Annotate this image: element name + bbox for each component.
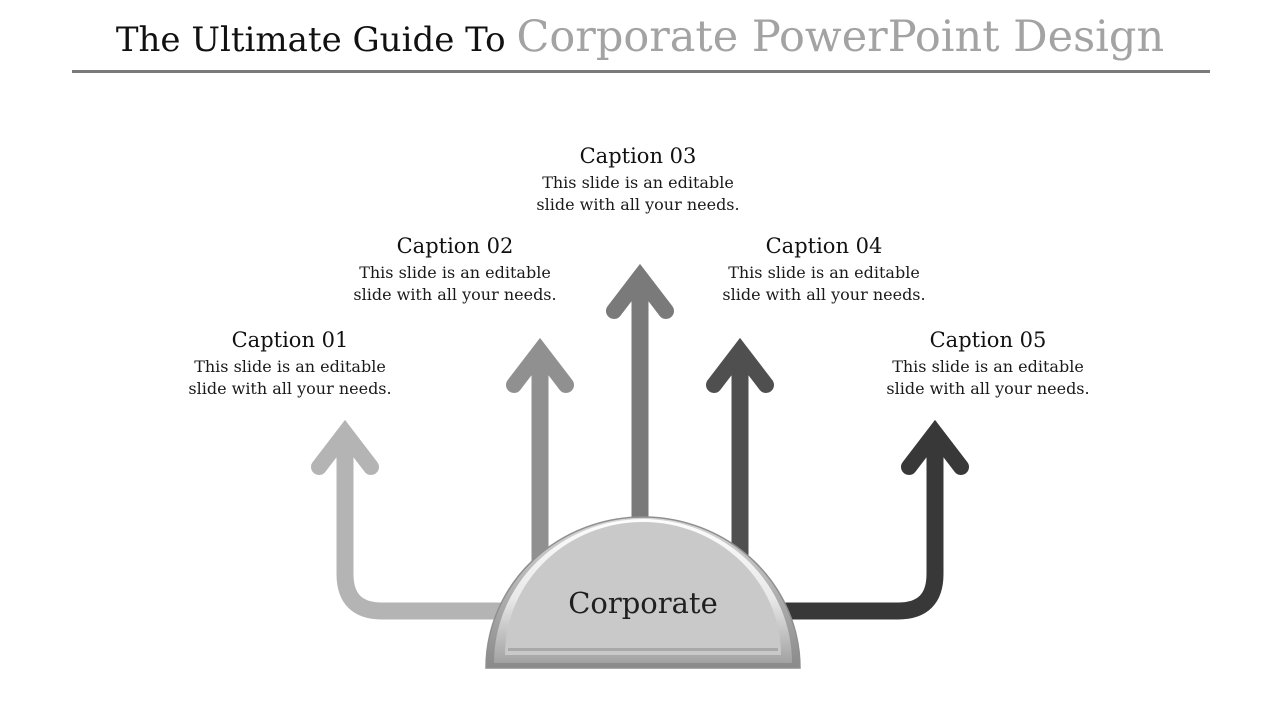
dome-base-seam: [508, 648, 778, 651]
caption-05: Caption 05 This slide is an editable sli…: [878, 327, 1098, 400]
caption-01: Caption 01 This slide is an editable sli…: [180, 327, 400, 400]
title-highlight-text: Corporate PowerPoint Design: [516, 12, 1165, 62]
caption-04: Caption 04 This slide is an editable sli…: [714, 233, 934, 306]
caption-05-body: This slide is an editable slide with all…: [886, 357, 1090, 398]
caption-01-body: This slide is an editable slide with all…: [188, 357, 392, 398]
arrow-01-shaft: [336, 441, 640, 620]
slide-title: The Ultimate Guide To Corporate PowerPoi…: [0, 12, 1280, 62]
caption-03-heading: Caption 03: [579, 144, 697, 168]
dome-face: [505, 522, 781, 655]
caption-01-heading: Caption 01: [231, 328, 349, 352]
arrow-04-head: [706, 337, 774, 393]
caption-05-heading: Caption 05: [929, 328, 1047, 352]
dome-label: Corporate: [568, 586, 718, 620]
caption-02-heading: Caption 02: [396, 234, 514, 258]
arrow-03-head: [606, 263, 674, 319]
arrow-03: [606, 263, 674, 560]
caption-02: Caption 02 This slide is an editable sli…: [345, 233, 565, 306]
arrow-05-head: [901, 419, 969, 475]
arrow-01-head: [311, 419, 379, 475]
caption-03-body: This slide is an editable slide with all…: [536, 173, 740, 214]
arrow-01: [311, 419, 640, 620]
caption-03: Caption 03 This slide is an editable sli…: [528, 143, 748, 216]
arrow-05-shaft: [640, 441, 944, 620]
caption-02-body: This slide is an editable slide with all…: [353, 263, 557, 304]
title-prefix-text: The Ultimate Guide To: [115, 20, 517, 60]
caption-04-body: This slide is an editable slide with all…: [722, 263, 926, 304]
arrow-05: [640, 419, 969, 620]
title-underline: [72, 70, 1210, 73]
arrow-02-head: [506, 337, 574, 393]
corporate-dome: [485, 516, 801, 669]
caption-04-heading: Caption 04: [765, 234, 883, 258]
